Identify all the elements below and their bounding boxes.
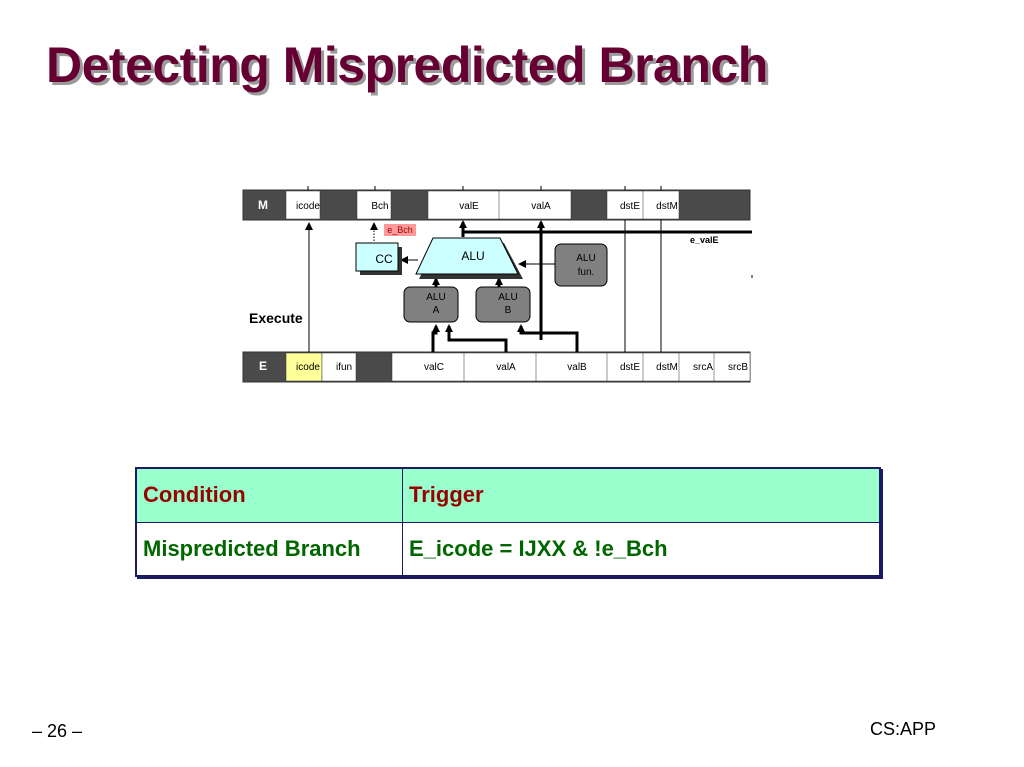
header-trigger: Trigger	[402, 467, 881, 523]
m-field-bch: Bch	[371, 201, 388, 212]
alu: ALU	[415, 237, 523, 279]
e-field-srcb: srcB	[728, 362, 748, 373]
wires-thick	[431, 220, 752, 352]
alu-b-line2: B	[505, 305, 512, 316]
e-field-valc: valC	[424, 362, 444, 373]
alu-a-line1: ALU	[426, 292, 445, 303]
e-field-icode: icode	[296, 362, 320, 373]
cc-label: CC	[375, 252, 393, 266]
alu-fun-box: ALU fun.	[554, 243, 608, 287]
condition-trigger-table: Condition Trigger Mispredicted Branch E_…	[135, 467, 881, 577]
alu-fun-line2: fun.	[578, 267, 595, 278]
e-vale-label: e_valE	[690, 235, 719, 245]
execute-stage-label: Execute	[249, 310, 303, 326]
e-field-vala: valA	[496, 362, 516, 373]
e-field-srca: srcA	[693, 362, 713, 373]
alu-fun-line1: ALU	[576, 253, 595, 264]
e-bch-label: e_Bch	[387, 225, 413, 235]
e-field-valb: valB	[567, 362, 587, 373]
e-field-dstm: dstM	[656, 362, 678, 373]
e-register-label: E	[259, 359, 267, 373]
m-field-dstm: dstM	[656, 201, 678, 212]
brand-label: CS:APP	[870, 719, 937, 739]
alu-b-mux: ALU B	[475, 286, 531, 323]
alu-a-line2: A	[433, 305, 440, 316]
wires-thin	[305, 186, 753, 352]
condition-codes-box: CC	[355, 242, 402, 275]
alu-label: ALU	[461, 249, 484, 263]
alu-b-line1: ALU	[498, 292, 517, 303]
m-field-vale: valE	[459, 201, 479, 212]
table-row: Mispredicted Branch E_icode = IJXX & !e_…	[135, 521, 881, 577]
cell-trigger: E_icode = IJXX & !e_Bch	[402, 521, 881, 577]
e-field-dste: dstE	[620, 362, 640, 373]
table-header-row: Condition Trigger	[135, 467, 881, 523]
slide-title: Detecting Mispredicted Branch	[46, 37, 768, 93]
m-field-icode: icode	[296, 201, 320, 212]
alu-a-mux: ALU A	[403, 286, 459, 323]
e-field-ifun: ifun	[336, 362, 352, 373]
cell-condition: Mispredicted Branch	[135, 521, 403, 577]
header-condition: Condition	[135, 467, 403, 523]
m-field-dste: dstE	[620, 201, 640, 212]
page-number: – 26 –	[32, 721, 83, 741]
e-bch-tag: e_Bch	[384, 224, 416, 236]
m-register-label: M	[258, 198, 268, 212]
m-field-vala: valA	[531, 201, 551, 212]
m-register: M icode Bch valE valA dstE dstM	[242, 189, 751, 221]
e-register: E icode ifun valC valA valB dstE dstM sr…	[242, 351, 751, 383]
